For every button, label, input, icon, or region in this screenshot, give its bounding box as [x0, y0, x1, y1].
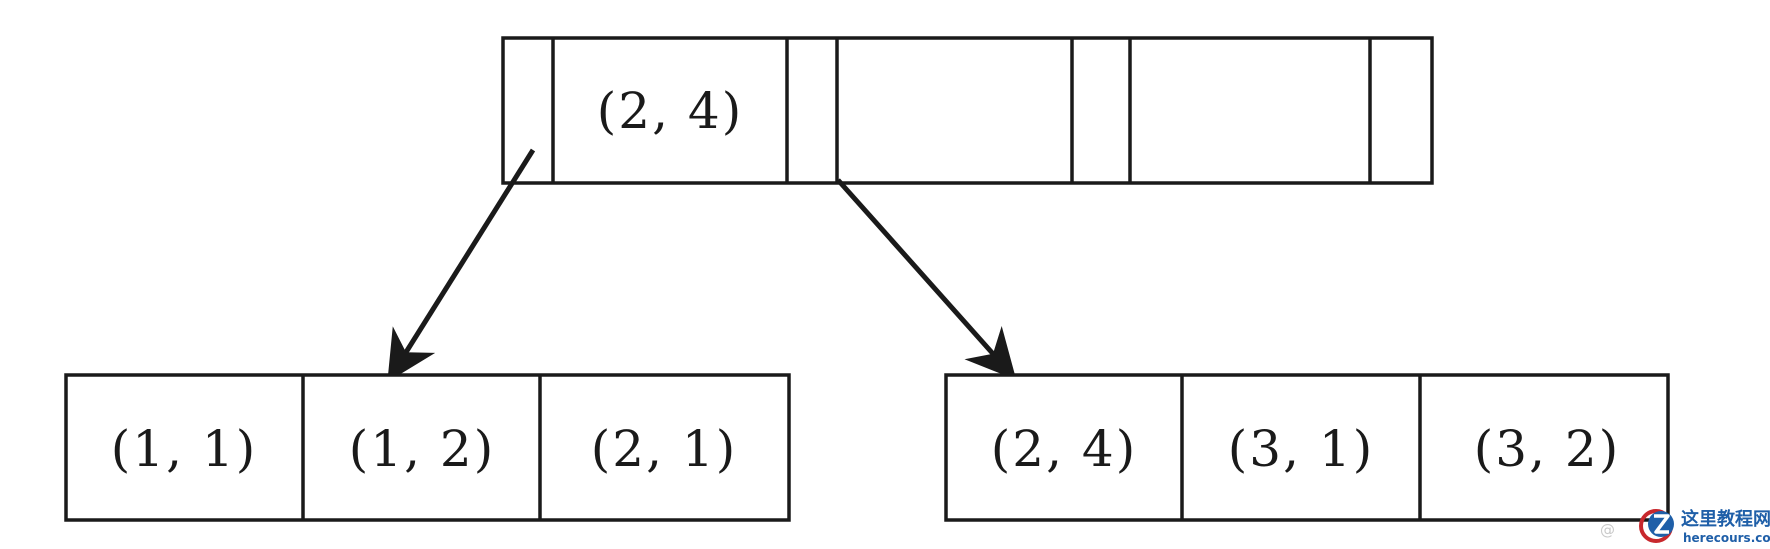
right-leaf-border — [944, 373, 1670, 522]
watermark-site-url: herecours.com — [1683, 531, 1770, 545]
left-leaf-key-3: (2, 1) — [591, 420, 737, 478]
watermark-prefix: @ — [1600, 521, 1615, 539]
root-key-label: (2, 4) — [597, 82, 743, 140]
root-node-border — [501, 36, 1434, 185]
right-leaf-key-2: (3, 1) — [1228, 420, 1374, 478]
left-leaf-key-1: (1, 1) — [111, 420, 257, 478]
watermark: @ 这里教程网 herecours.com — [1600, 508, 1770, 545]
right-leaf-key-3: (3, 2) — [1474, 420, 1620, 478]
arrow-to-right-leaf — [836, 178, 1017, 380]
root-node: (2, 4) — [501, 36, 1434, 185]
right-leaf-node: (2, 4) (3, 1) (3, 2) — [944, 373, 1670, 522]
left-leaf-key-2: (1, 2) — [349, 420, 495, 478]
site-logo-icon — [1639, 509, 1674, 543]
watermark-site-name: 这里教程网 — [1681, 508, 1770, 530]
right-leaf-key-1: (2, 4) — [991, 420, 1137, 478]
arrow-to-left-leaf — [387, 148, 536, 382]
left-leaf-border — [64, 373, 791, 522]
left-leaf-node: (1, 1) (1, 2) (2, 1) — [64, 373, 791, 522]
